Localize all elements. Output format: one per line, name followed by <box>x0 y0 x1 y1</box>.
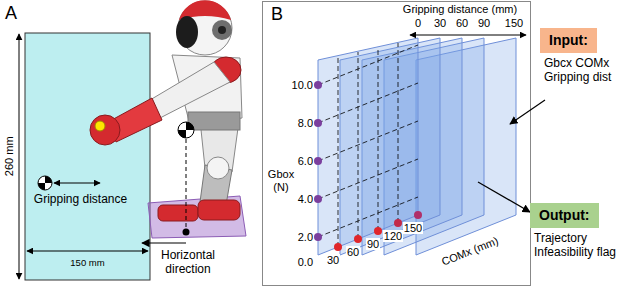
dimension-label: 260 mm <box>3 136 16 176</box>
data-dot <box>334 243 342 251</box>
direction-label: Horizontal direction <box>141 249 236 277</box>
tick-label: 8.0 <box>298 117 313 130</box>
tick-label: 0 <box>415 17 421 30</box>
grid-line <box>378 47 379 231</box>
output-box: Output: Trajectory Infeasibility flag <box>530 203 634 260</box>
tick-label: 90 <box>478 17 490 30</box>
robot-foot <box>158 205 198 221</box>
robot-ear <box>218 26 226 34</box>
input-arrow <box>510 100 545 124</box>
box-body: Gbcx COMx Gripping dist <box>544 56 622 85</box>
com-symbol <box>186 122 194 130</box>
axis-title: Gbox (N) <box>265 168 297 193</box>
box-shape <box>25 33 150 280</box>
robot-hand <box>90 115 120 145</box>
data-dot <box>354 235 362 243</box>
projection-dot <box>183 229 190 236</box>
grid-line <box>318 159 418 199</box>
tick-label: 6.0 <box>298 155 313 168</box>
tick-label: 2.0 <box>298 231 313 244</box>
direction-arrow <box>142 242 186 243</box>
grip-point <box>95 121 105 131</box>
grid-line <box>318 45 418 85</box>
com-symbol <box>38 176 52 190</box>
tick-label: 90 <box>366 238 380 251</box>
projection-line <box>186 139 187 228</box>
grid-lines <box>318 43 418 247</box>
robot-face <box>176 16 198 48</box>
robot-ear <box>212 20 232 40</box>
axis-title: Gripping distance (mm) <box>403 3 517 16</box>
com-symbol <box>178 122 194 138</box>
robot-hip <box>188 112 240 130</box>
tick-label: 0.0 <box>298 256 313 269</box>
robot-upper-arm <box>150 62 230 118</box>
box-body: Trajectory Infeasibility flag <box>534 231 634 260</box>
data-dot <box>314 233 322 241</box>
box-heading: Input: <box>540 28 597 53</box>
grid-line <box>338 56 339 247</box>
grid-line <box>318 83 418 123</box>
panel-frame <box>263 2 531 286</box>
robot-foot <box>198 200 240 220</box>
panel-letter: B <box>271 4 283 25</box>
grid-line <box>358 52 359 239</box>
dimension-arrow <box>27 251 148 252</box>
box-heading: Output: <box>530 203 599 228</box>
data-dot <box>314 157 322 165</box>
data-dot <box>394 219 402 227</box>
dimension-arrow <box>19 34 20 279</box>
data-dot <box>314 195 322 203</box>
data-dot <box>314 81 322 89</box>
distance-arrow <box>54 183 100 184</box>
axis-arrow <box>410 35 526 36</box>
support-polygon <box>148 196 246 238</box>
object-box: Gripping distance 150 mm <box>25 33 150 280</box>
dimension-label: 150 mm <box>25 257 150 268</box>
tick-label: 150 <box>505 17 523 30</box>
com-symbol <box>38 183 45 190</box>
data-dot <box>414 211 422 219</box>
com-symbol <box>45 176 52 183</box>
data-dot <box>314 119 322 127</box>
data-dot <box>374 227 382 235</box>
tick-label: 4.0 <box>298 193 313 206</box>
tick-label: 10.0 <box>292 79 313 92</box>
output-arrow <box>478 182 530 212</box>
tick-label: 120 <box>383 230 403 243</box>
tick-label: 150 <box>403 222 423 235</box>
input-box: Input: Gbcx COMx Gripping dist <box>540 28 622 85</box>
dimension-label: Gripping distance <box>33 192 128 206</box>
tick-label: 60 <box>346 246 360 259</box>
tick-label: 60 <box>456 17 468 30</box>
panel-letter: A <box>5 3 17 24</box>
grid-line <box>398 43 399 223</box>
robot-knee <box>207 157 229 179</box>
grid-line <box>318 121 418 161</box>
tick-label: 30 <box>326 254 340 267</box>
tick-label: 30 <box>434 17 446 30</box>
com-symbol <box>178 130 186 138</box>
